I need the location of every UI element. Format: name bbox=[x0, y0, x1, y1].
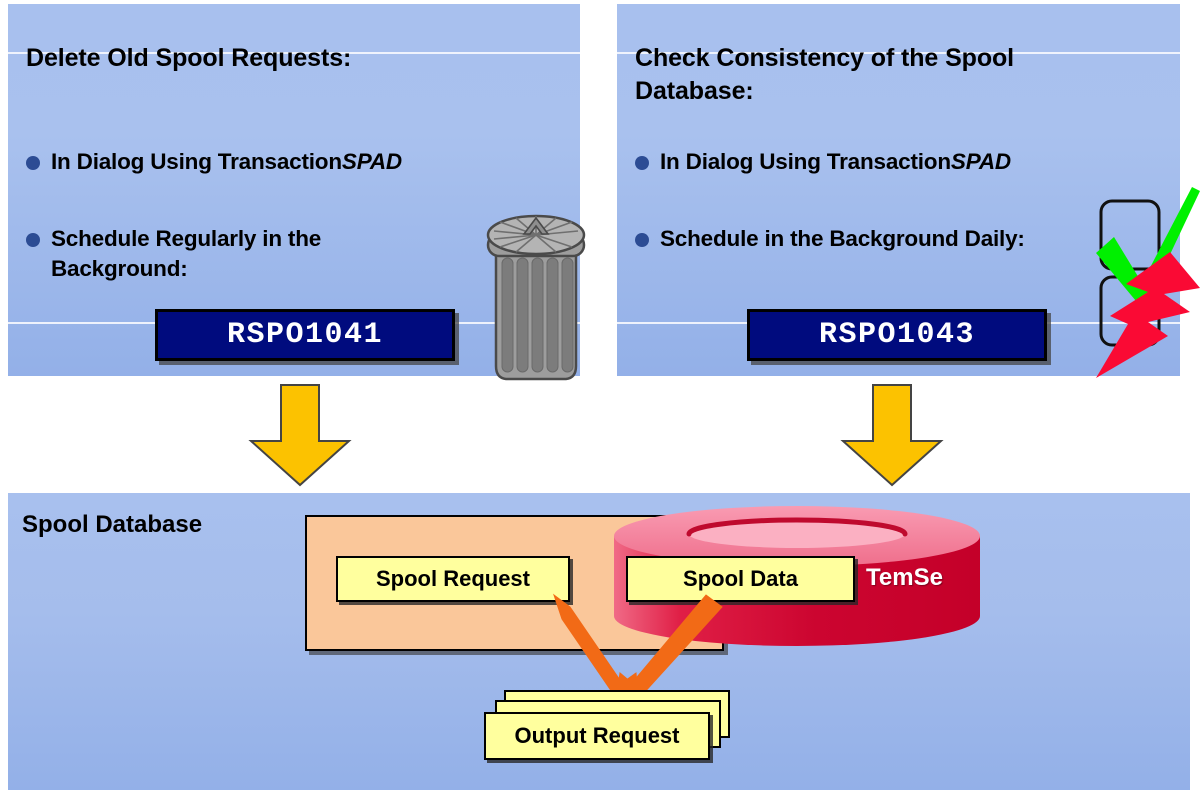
spool-request-note: Spool Request bbox=[336, 556, 570, 602]
left-bullet-2-text: Schedule Regularly in the Background: bbox=[51, 226, 322, 281]
right-bullet-2: Schedule in the Background Daily: bbox=[635, 224, 1095, 254]
right-bullet-1-emphasis: SPAD bbox=[950, 149, 1011, 174]
right-bullet-1-label: In Dialog Using Transaction bbox=[660, 149, 951, 174]
left-bullet-1-emphasis: SPAD bbox=[341, 149, 402, 174]
green-check-icon bbox=[1096, 187, 1200, 301]
bullet-dot-icon bbox=[635, 233, 649, 247]
down-arrow-left bbox=[248, 384, 352, 487]
temse-label: TemSe bbox=[866, 564, 943, 591]
left-panel-heading: Delete Old Spool Requests: bbox=[26, 44, 352, 72]
right-panel-heading: Check Consistency of the Spool Database: bbox=[635, 44, 1015, 105]
bullet-dot-icon bbox=[635, 156, 649, 170]
right-bullet-2-text: Schedule in the Background Daily: bbox=[660, 226, 1025, 251]
output-request-note: Output Request bbox=[484, 712, 710, 760]
right-bullet-1-text: In Dialog Using TransactionSPAD bbox=[660, 147, 1011, 177]
right-report-code-badge[interactable]: RSPO1043 bbox=[747, 309, 1047, 361]
bullet-dot-icon bbox=[26, 156, 40, 170]
left-bullet-2: Schedule Regularly in the Background: bbox=[26, 224, 446, 284]
left-bullet-1-label: In Dialog Using Transaction bbox=[51, 149, 342, 174]
down-arrow-right bbox=[840, 384, 944, 487]
spool-data-note: Spool Data bbox=[626, 556, 855, 602]
bullet-dot-icon bbox=[26, 233, 40, 247]
guide-line-top bbox=[8, 52, 580, 54]
guide-line-top bbox=[617, 52, 1180, 54]
left-bullet-1-text: In Dialog Using TransactionSPAD bbox=[51, 147, 402, 177]
red-lightning-icon bbox=[1096, 252, 1200, 378]
spool-database-label: Spool Database bbox=[22, 511, 203, 538]
left-report-code-badge[interactable]: RSPO1041 bbox=[155, 309, 455, 361]
right-bullet-1: In Dialog Using TransactionSPAD bbox=[635, 147, 1175, 177]
left-bullet-1: In Dialog Using TransactionSPAD bbox=[26, 147, 566, 177]
panel-check-consistency: Check Consistency of the Spool Database:… bbox=[617, 4, 1180, 376]
panel-delete-old-spool-requests: Delete Old Spool Requests: In Dialog Usi… bbox=[8, 4, 580, 376]
trash-can-icon bbox=[486, 214, 586, 381]
